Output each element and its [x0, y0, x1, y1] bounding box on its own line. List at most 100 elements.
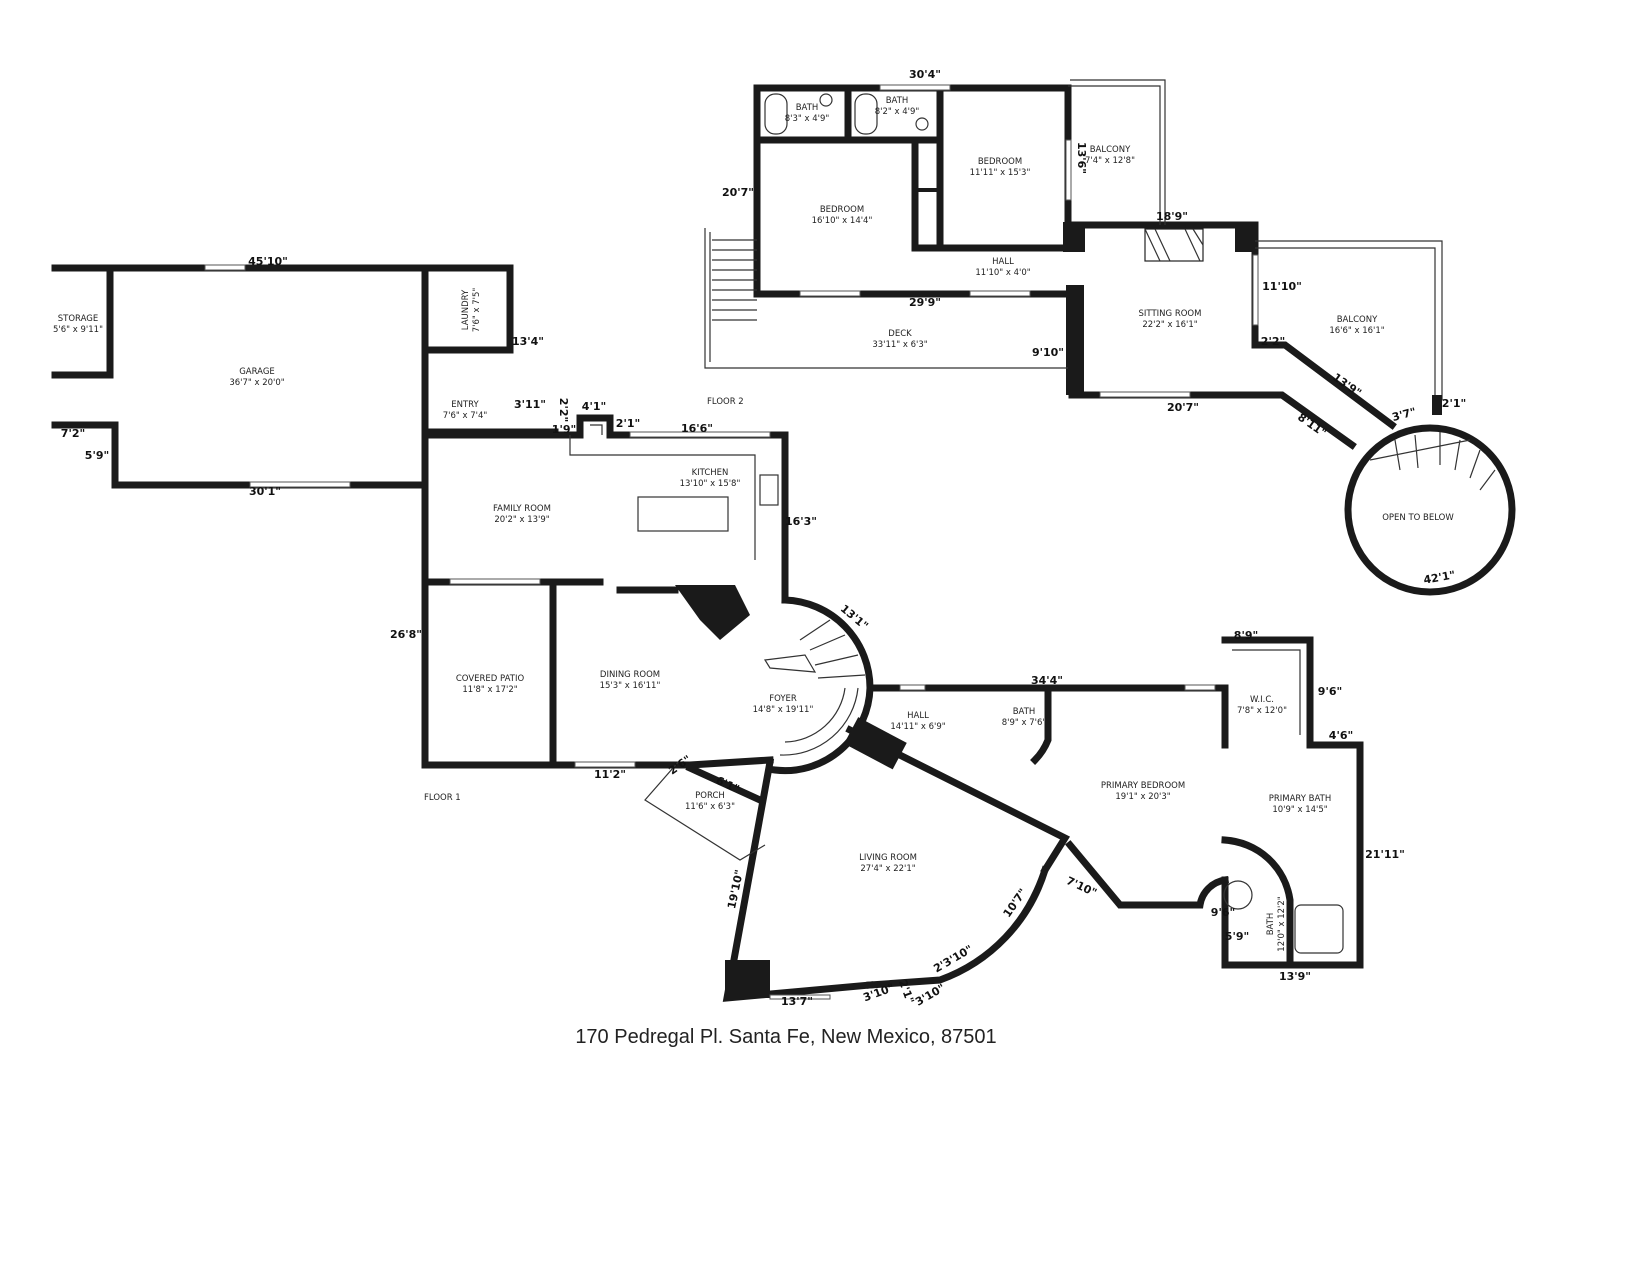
room-name: BALCONY	[1090, 145, 1131, 155]
room-name: BATH	[1013, 707, 1036, 717]
room-name: ENTRY	[451, 400, 479, 410]
wall-dimension: 20'7"	[1167, 401, 1199, 414]
room-dimensions: 7'8" x 12'0"	[1237, 706, 1287, 716]
room-name: SITTING ROOM	[1139, 309, 1202, 319]
wall-dimension: 3'11"	[514, 398, 546, 411]
wall-dimension: 4'1"	[582, 400, 606, 413]
room-dimensions: 36'7" x 20'0"	[229, 378, 284, 388]
room-dimensions: 13'10" x 15'8"	[680, 479, 741, 489]
room-dimensions: 11'8" x 17'2"	[462, 685, 517, 695]
room-name: HALL	[992, 257, 1014, 267]
room-dimensions: 8'2" x 4'9"	[875, 107, 920, 117]
room-dimensions: 27'4" x 22'1"	[860, 864, 915, 874]
room-dimensions: 14'11" x 6'9"	[890, 722, 945, 732]
wall-dimension: 26'8"	[390, 628, 422, 641]
floor-1-label: FLOOR 1	[424, 793, 461, 803]
wall-dimension: 18'9"	[1156, 210, 1188, 223]
wall-dimension: 11'2"	[594, 768, 626, 781]
room-name: COVERED PATIO	[456, 674, 525, 684]
room-dimensions: 22'2" x 16'1"	[1142, 320, 1197, 330]
room-name: BATH	[886, 96, 909, 106]
room-dimensions: 16'6" x 16'1"	[1329, 326, 1384, 336]
wall-dimension: 4'6"	[1329, 729, 1353, 742]
floor-labels: FLOOR 2 FLOOR 1	[424, 397, 744, 803]
room-name: OPEN TO BELOW	[1382, 513, 1454, 523]
wall-dimension: 3'10"	[913, 981, 947, 1008]
room-name: DINING ROOM	[600, 670, 660, 680]
room-name: KITCHEN	[692, 468, 729, 478]
wall-dimension: 16'6"	[681, 422, 713, 435]
room-dimensions: 20'2" x 13'9"	[494, 515, 549, 525]
room-name: BEDROOM	[978, 157, 1022, 167]
room-name: PRIMARY BEDROOM	[1101, 781, 1185, 791]
room-dimensions: 7'6" x 7'5"	[472, 288, 482, 333]
room-dimensions: 7'4" x 12'8"	[1085, 156, 1135, 166]
room-name: DECK	[888, 329, 912, 339]
wall-dimension: 9'6"	[1318, 685, 1342, 698]
room-dimensions: 33'11" x 6'3"	[872, 340, 927, 350]
room-name: PORCH	[695, 791, 725, 801]
room-name: LAUNDRY	[461, 289, 471, 330]
room-name: HALL	[907, 711, 929, 721]
room-dimensions: 19'1" x 20'3"	[1115, 792, 1170, 802]
room-dimensions: 16'10" x 14'4"	[812, 216, 873, 226]
wall-dimension: 45'10"	[248, 255, 288, 268]
room-dimensions: 5'6" x 9'11"	[53, 325, 103, 335]
room-dimensions: 10'9" x 14'5"	[1272, 805, 1327, 815]
floor-2-walls	[704, 79, 1516, 596]
room-dimensions: 12'0" x 12'2"	[1277, 896, 1287, 951]
room-name: W.I.C.	[1250, 695, 1274, 705]
wall-dimension: 13'7"	[781, 995, 813, 1008]
wall-dimension: 2'1"	[616, 417, 640, 430]
room-name: LIVING ROOM	[859, 853, 917, 863]
wall-dimension: 5'9"	[85, 449, 109, 462]
floor-1-walls	[51, 264, 1364, 1002]
room-dimensions: 8'3" x 4'9"	[785, 114, 830, 124]
wall-dimension: 3'7"	[1391, 405, 1418, 424]
wall-dimension: 21'11"	[1365, 848, 1405, 861]
room-dimensions: 11'10" x 4'0"	[975, 268, 1030, 278]
room-name: BATH	[796, 103, 819, 113]
room-label: OPEN TO BELOW	[1382, 513, 1454, 523]
wall-dimension: 9'6"	[1211, 906, 1235, 919]
wall-dimension: 1'9"	[552, 423, 576, 436]
room-dimensions: 7'6" x 7'4"	[443, 411, 488, 421]
wall-dimension: 5'9"	[1225, 930, 1249, 943]
wall-dimension: 30'1"	[249, 485, 281, 498]
address-caption: 170 Pedregal Pl. Santa Fe, New Mexico, 8…	[575, 1026, 996, 1048]
room-name: BEDROOM	[820, 205, 864, 215]
room-dimensions: 14'8" x 19'11"	[753, 705, 814, 715]
room-name: FAMILY ROOM	[493, 504, 551, 514]
room-name: BALCONY	[1337, 315, 1378, 325]
room-dimensions: 11'11" x 15'3"	[970, 168, 1031, 178]
wall-dimension: 42'1"	[1422, 568, 1456, 586]
room-dimensions: 8'9" x 7'6"	[1002, 718, 1047, 728]
wall-dimension: 34'4"	[1031, 674, 1063, 687]
wall-dimension: 11'10"	[1262, 280, 1302, 293]
room-name: PRIMARY BATH	[1269, 794, 1332, 804]
room-name: BATH	[1266, 913, 1276, 936]
wall-dimension: 16'3"	[785, 515, 817, 528]
room-name: FOYER	[769, 694, 797, 704]
